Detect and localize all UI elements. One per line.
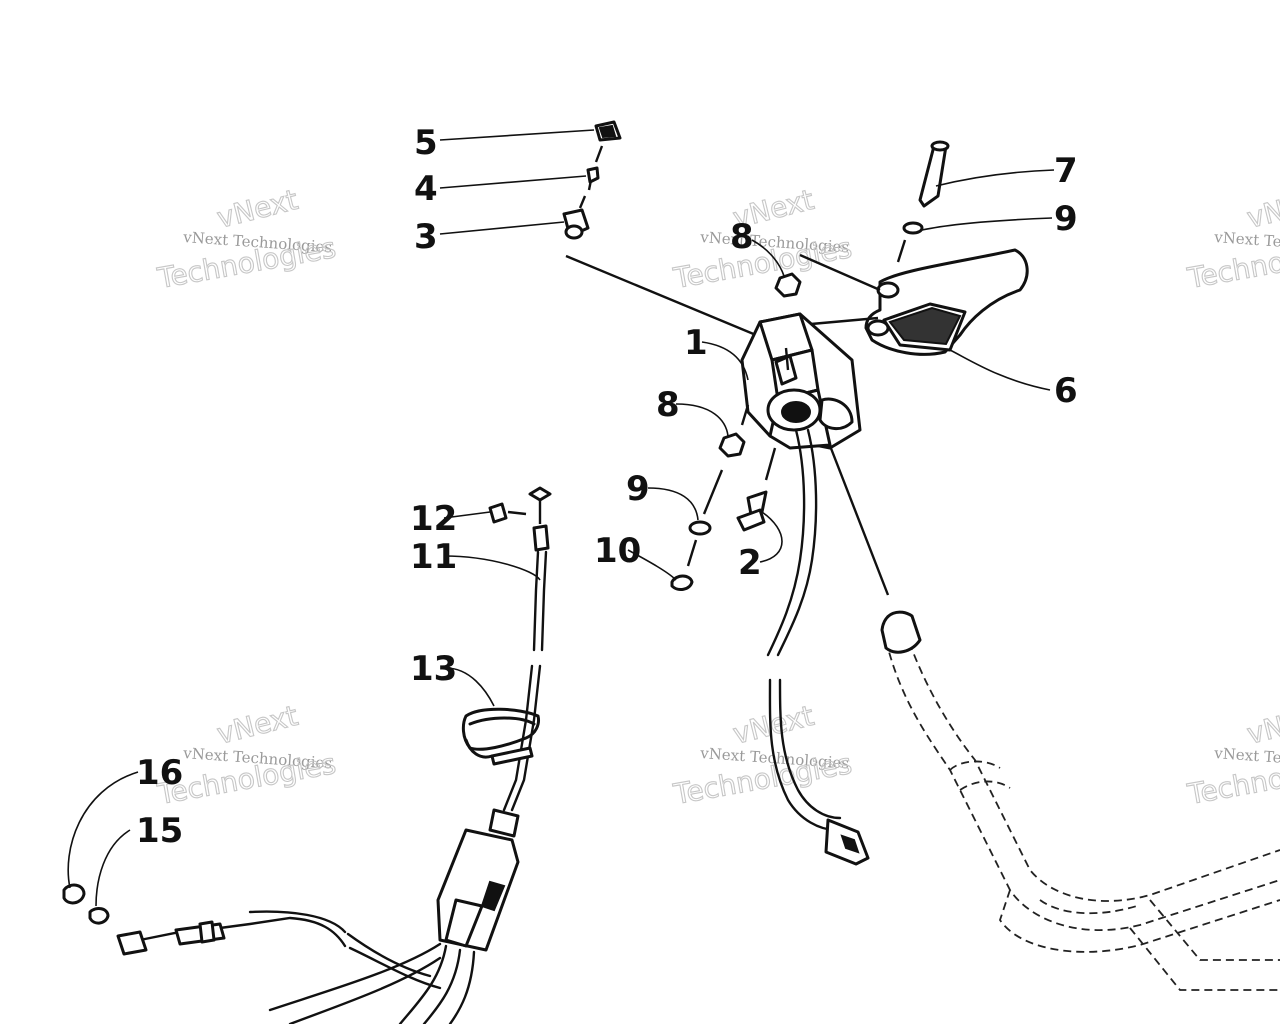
part-3-clip <box>562 208 590 240</box>
part-8-nut-upper <box>774 272 802 298</box>
watermark-bottom-center: vNext vNext Technologies Technologies <box>670 698 855 811</box>
brake-cable-end <box>62 883 442 990</box>
throttle-linkage <box>565 254 781 347</box>
callout-7: 7 <box>1054 151 1078 191</box>
part-9-washer-lower <box>688 520 712 536</box>
callout-4: 4 <box>414 169 438 209</box>
callout-12: 12 <box>410 499 457 539</box>
part-2-screw <box>736 490 768 532</box>
watermark-top-left: vNext vNext Technologies Technologies <box>154 182 339 295</box>
callout-9-upper: 9 <box>1054 199 1078 239</box>
callout-10: 10 <box>594 531 641 571</box>
assembly-axis <box>818 419 890 596</box>
part-13-band-clamp <box>461 707 540 766</box>
callout-2: 2 <box>738 543 762 583</box>
watermark-brand: vNext <box>214 183 301 235</box>
callout-8-upper: 8 <box>730 217 754 257</box>
callout-16: 16 <box>136 753 183 793</box>
callout-9-lower: 9 <box>626 469 650 509</box>
callout-labels: 5 4 3 8 7 9 1 6 8 9 10 2 12 11 13 16 15 <box>136 123 1078 851</box>
callout-11: 11 <box>410 537 457 577</box>
part-5-cap <box>594 120 622 142</box>
callout-1: 1 <box>684 323 708 363</box>
callout-15: 15 <box>136 811 183 851</box>
part-7-pin <box>918 140 950 208</box>
watermark-top-right: vNext vNext Technologies Technologies <box>1184 182 1280 295</box>
cable-sleeve <box>268 808 520 1024</box>
handlebar-outline <box>880 610 1280 991</box>
part-10-clip <box>670 574 694 591</box>
watermark-brand: vNext <box>730 699 817 751</box>
watermark-brand: vNext <box>1244 183 1280 235</box>
watermark-top-center: vNext vNext Technologies Technologies <box>670 182 855 295</box>
part-1-throttle-housing <box>740 312 862 450</box>
watermark-bottom-right: vNext vNext Technologies Technologies <box>1184 698 1280 811</box>
callout-5: 5 <box>414 123 438 163</box>
part-6-throttle-lever <box>864 248 1029 356</box>
callout-13: 13 <box>410 649 457 689</box>
leader-lines <box>67 129 1055 907</box>
watermark-brand: vNext <box>1244 699 1280 751</box>
part-9-washer-upper <box>902 221 924 235</box>
callout-3: 3 <box>414 217 438 257</box>
part-4-screw <box>586 166 600 191</box>
callout-8-lower: 8 <box>656 385 680 425</box>
part-12-cap <box>488 502 508 524</box>
watermark-brand: vNext <box>214 699 301 751</box>
callout-6: 6 <box>1054 371 1078 411</box>
switch-wire <box>766 428 870 866</box>
part-8-nut-lower <box>718 432 746 458</box>
